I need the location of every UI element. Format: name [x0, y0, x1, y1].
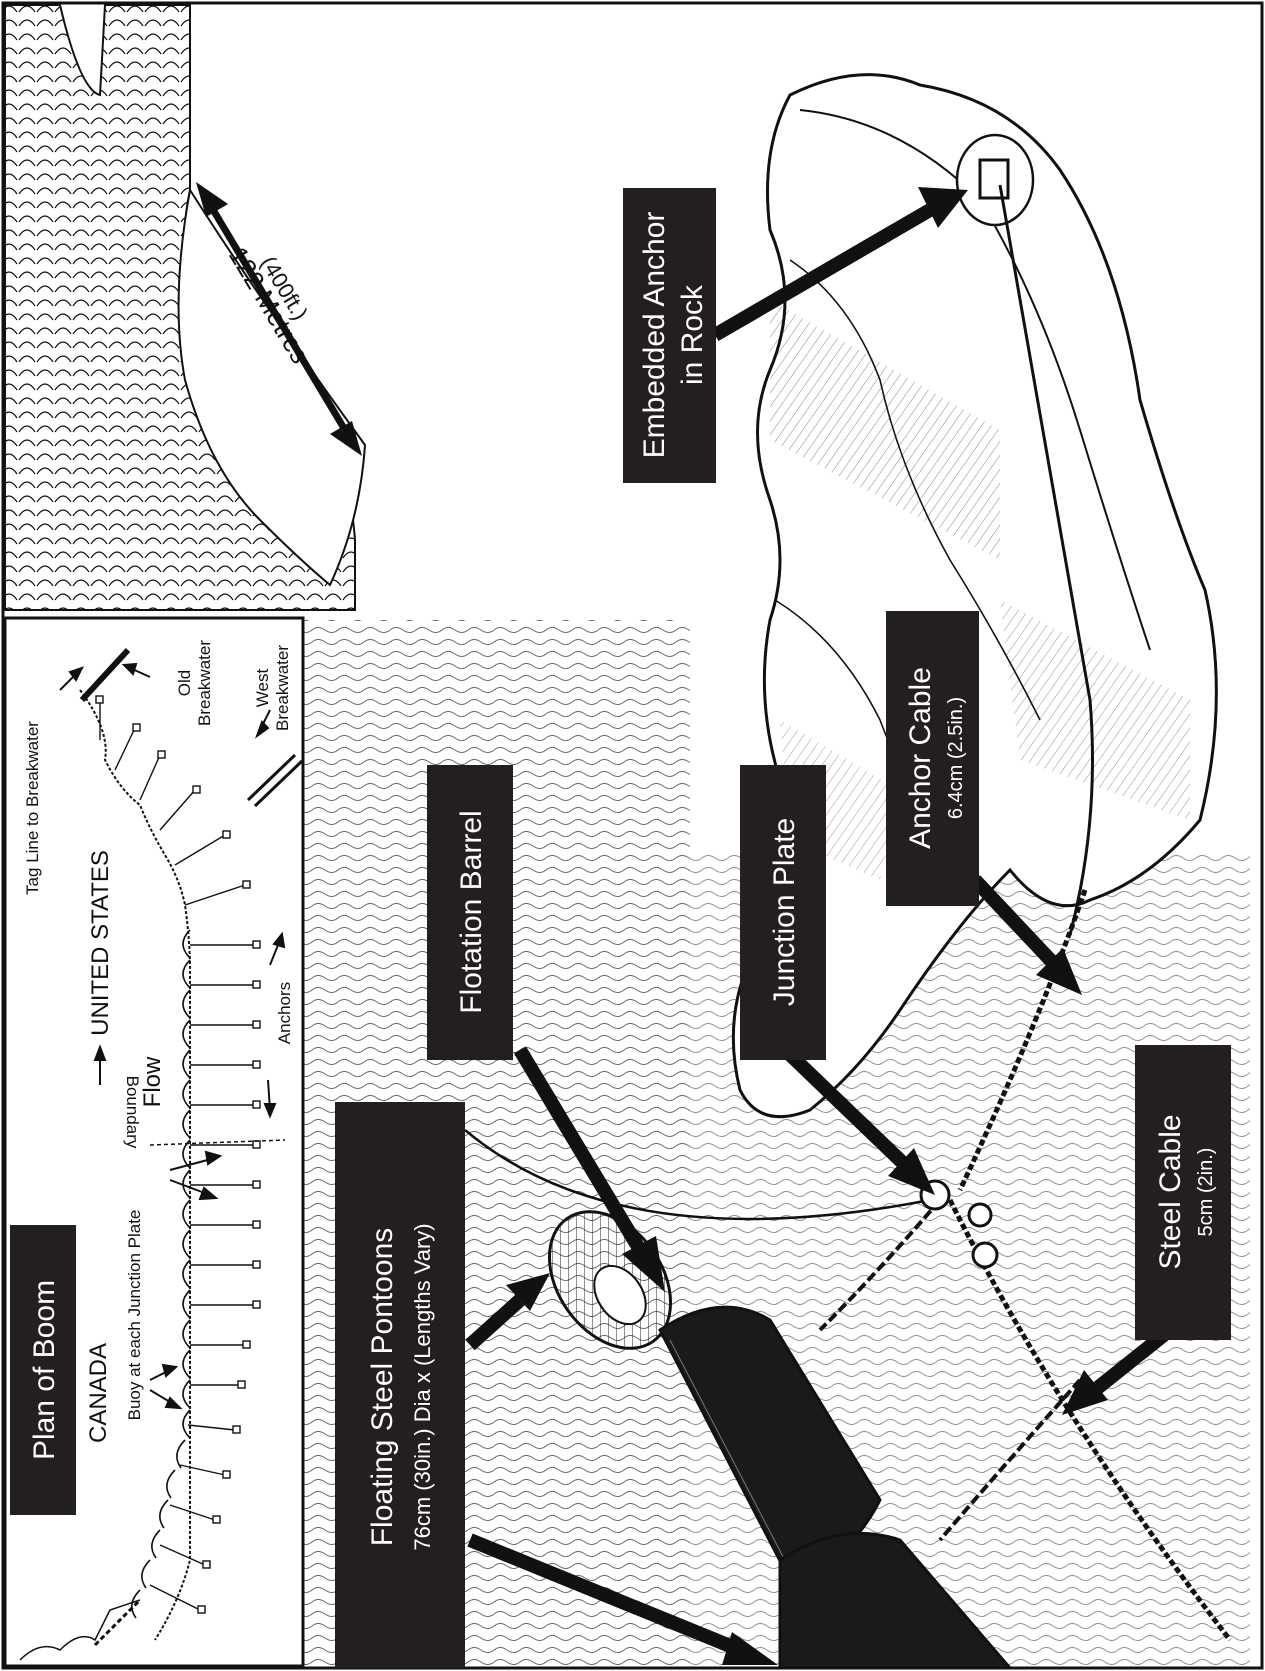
callout-steel-cable-line1: Steel Cable — [1154, 1114, 1187, 1269]
callout-steel-cable: Steel Cable 5cm (2in.) — [1135, 1045, 1231, 1340]
label-west-breakwater-1: West — [253, 669, 272, 708]
callout-junction-plate-text: Junction Plate — [768, 818, 801, 1006]
callout-anchor-cable: Anchor Cable 6.4cm (2.5in.) — [886, 611, 979, 906]
label-boundary: Boundary — [123, 1076, 142, 1149]
label-old-breakwater-2: Breakwater — [195, 640, 214, 726]
callout-anchor-cable-line1: Anchor Cable — [904, 667, 937, 849]
label-old-breakwater-1: Old — [175, 670, 194, 696]
label-west-breakwater-2: Breakwater — [273, 645, 292, 731]
anchor-plate-ring — [957, 135, 1033, 225]
plan-inset: Plan of Boom CANADA Buoy at each Junctio… — [5, 618, 303, 1666]
callout-steel-cable-line2: 5cm (2in.) — [1195, 1148, 1217, 1237]
callout-anchor-cable-line2: 6.4cm (2.5in.) — [945, 697, 967, 819]
callout-pontoons-line1: Floating Steel Pontoons — [366, 1228, 399, 1547]
callout-embedded-anchor: Embedded Anchor in Rock — [623, 188, 716, 483]
plan-title: Plan of Boom — [28, 1280, 61, 1460]
junction-plate-ring-3 — [973, 1243, 997, 1267]
junction-plate-ring-2 — [969, 1204, 991, 1226]
callout-embedded-anchor-line2: in Rock — [676, 284, 709, 385]
callout-pontoons-line2: 76cm (30in.) Dia x (Lengths Vary) — [410, 1223, 435, 1550]
label-buoy: Buoy at each Junction Plate — [125, 1210, 144, 1421]
label-tag-line: Tag Line to Breakwater — [23, 721, 42, 895]
callout-embedded-anchor-line1: Embedded Anchor — [638, 212, 671, 459]
callout-flotation-barrel-text: Flotation Barrel — [455, 810, 488, 1013]
label-flow: Flow — [139, 1056, 166, 1107]
callout-junction-plate: Junction Plate — [740, 765, 826, 1060]
callout-flotation-barrel: Flotation Barrel — [427, 765, 513, 1060]
callout-pontoons: Floating Steel Pontoons 76cm (30in.) Dia… — [335, 1102, 465, 1668]
label-canada: CANADA — [85, 1343, 112, 1443]
label-united-states: UNITED STATES — [87, 850, 114, 1036]
label-anchors: Anchors — [275, 982, 294, 1044]
